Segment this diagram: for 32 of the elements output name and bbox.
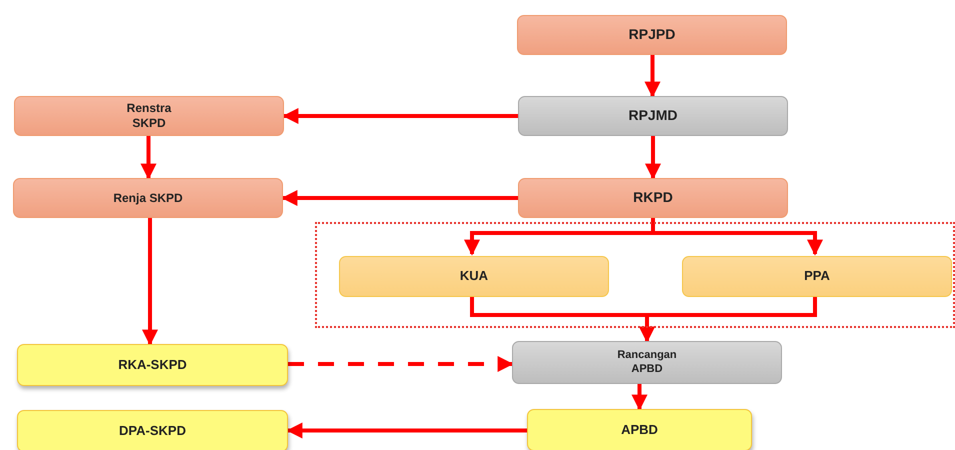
process-box [518, 96, 788, 136]
node-label: RPJMD [628, 107, 678, 125]
node-label: Renja SKPD [113, 190, 183, 206]
node-label: KUA [460, 268, 488, 285]
arrow [281, 190, 518, 206]
arrow [142, 218, 158, 346]
process-box [17, 410, 288, 450]
node-label: RKA-SKPD [118, 356, 187, 374]
node-label: APBD [621, 422, 658, 438]
node-label: PPA [804, 268, 830, 285]
arrow [644, 55, 660, 98]
node-label: DPA-SKPD [119, 422, 186, 440]
arrow [645, 136, 661, 180]
process-box [682, 256, 952, 297]
process-box [13, 178, 283, 218]
arrow [286, 422, 527, 438]
arrow [288, 356, 514, 372]
node-label: RPJPD [628, 26, 676, 44]
process-box [527, 409, 752, 450]
process-box [512, 341, 782, 384]
arrow [632, 384, 648, 411]
process-box [339, 256, 609, 297]
dotted-group-frame [315, 222, 955, 328]
node-label: Rancangan APBD [616, 348, 678, 376]
arrow [140, 136, 156, 180]
process-box [517, 15, 787, 55]
arrow [282, 108, 518, 124]
node-label: Renstra SKPD [126, 101, 172, 131]
process-box [518, 178, 788, 218]
process-box [17, 344, 288, 386]
process-box [14, 96, 284, 136]
node-label: RKPD [633, 189, 673, 207]
